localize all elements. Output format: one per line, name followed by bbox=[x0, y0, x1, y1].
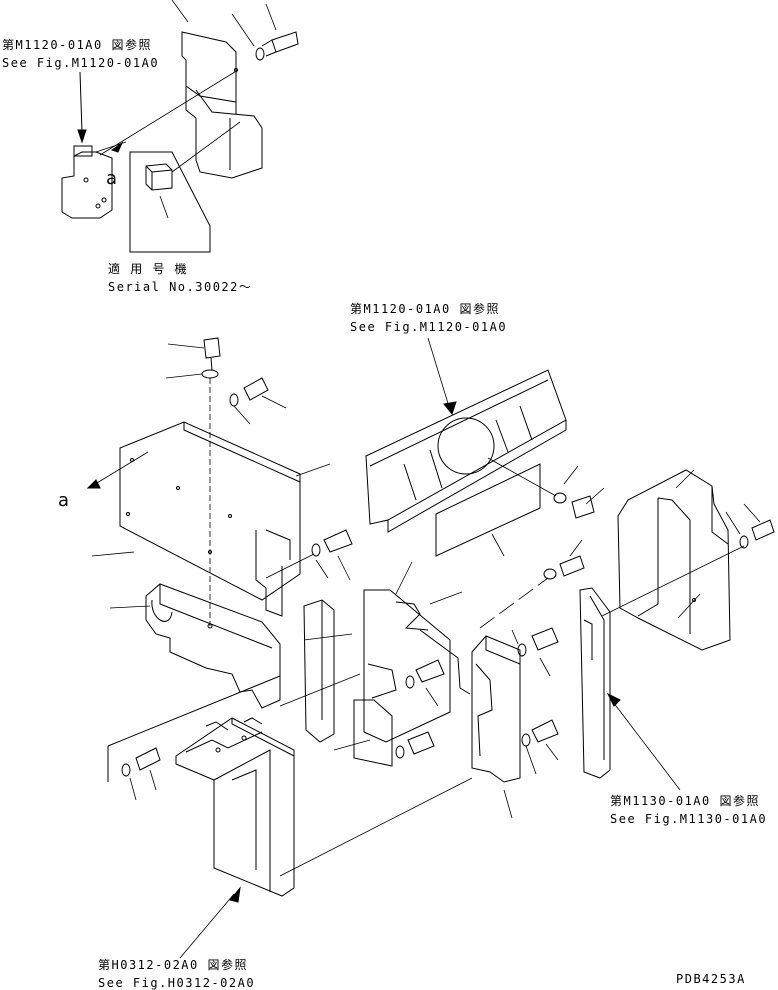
ref-top-left-en: See Fig.M1120-01A0 bbox=[2, 56, 160, 70]
ref-right-en: See Fig.M1130-01A0 bbox=[610, 812, 768, 826]
detail-view-a bbox=[61, 0, 299, 253]
ref-bottom-en: See Fig.H0312-02A0 bbox=[98, 976, 256, 990]
serial-label-en: Serial No.30022～ bbox=[108, 280, 253, 294]
ref-top-center-jp: 第M1120-01A0 図参照 bbox=[350, 302, 500, 316]
ref-top-left-jp: 第M1120-01A0 図参照 bbox=[2, 38, 152, 52]
ref-bottom-jp: 第H0312-02A0 図参照 bbox=[98, 958, 248, 972]
ref-right-jp: 第M1130-01A0 図参照 bbox=[610, 794, 760, 808]
drawing-code: PDB4253A bbox=[676, 972, 746, 986]
ref-top-center-en: See Fig.M1120-01A0 bbox=[350, 320, 508, 334]
main-assembly bbox=[86, 337, 775, 959]
marker-a-main: a bbox=[58, 490, 70, 511]
marker-a-detail: a bbox=[106, 168, 118, 189]
serial-label-jp: 適 用 号 機 bbox=[108, 262, 189, 276]
